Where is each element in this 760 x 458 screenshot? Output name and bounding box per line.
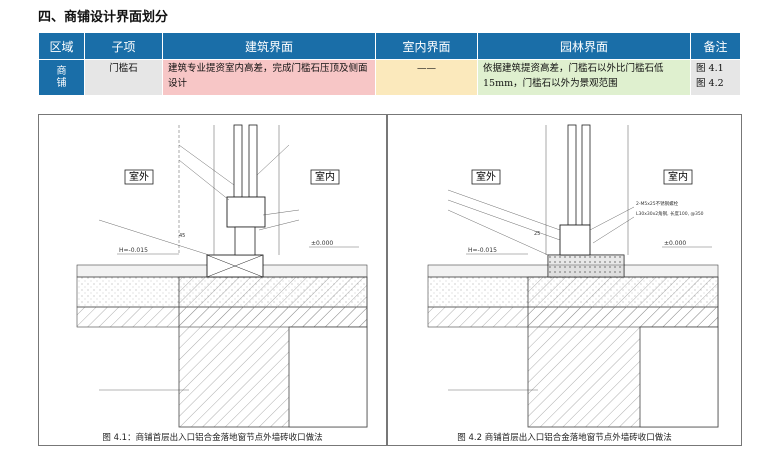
figure-4-1-caption: 图 4.1：商铺首层出入口铝合金落地窗节点外墙砖收口做法: [102, 433, 323, 443]
window-sill-frame: [226, 196, 266, 228]
angle-note: L30x30x2角钢, 长度100, @350: [636, 210, 704, 217]
figure-4-2: 室外 室内 H=-0.015 ±0.000 25 2-M5x25不锈钢螺栓 L3…: [387, 114, 742, 446]
header-note: 备注: [690, 32, 741, 60]
cell-interior: ——: [375, 59, 478, 96]
indoor-label: 室内: [315, 170, 335, 183]
cell-architecture: 建筑专业提资室内高差，完成门槛石压顶及侧面设计: [162, 59, 376, 96]
dimension-25: 25: [534, 231, 540, 237]
detail-drawing-1: 室外 室内 H=-0.015 ±0.000 45: [76, 124, 368, 428]
level-in: ±0.000: [664, 240, 686, 247]
cell-landscape: 依据建筑提资高差，门槛石以外比门槛石低 15mm，门槛石以外为景观范围: [477, 59, 691, 96]
level-out: H=-0.015: [119, 247, 148, 254]
table-header-row: 区域 子项 建筑界面 室内界面 园林界面 备注: [38, 32, 741, 60]
header-area: 区域: [38, 32, 85, 60]
figure-4-2-caption: 图 4.2 商铺首层出入口铝合金落地窗节点外墙砖收口做法: [457, 433, 672, 443]
anchor-note: 2-M5x25不锈钢螺栓: [636, 200, 679, 207]
dimension-45: 45: [179, 233, 185, 239]
detail-drawing-2: 室外 室内 H=-0.015 ±0.000 25 2-M5x25不锈钢螺栓 L3…: [427, 124, 719, 428]
note-fig2: 图 4.2: [696, 78, 724, 89]
cell-note: 图 4.1 图 4.2: [690, 59, 741, 96]
header-architecture: 建筑界面: [162, 32, 376, 60]
void-area: [288, 326, 368, 428]
cell-area: 商 铺: [38, 59, 85, 96]
figure-4-1: 室外 室内 H=-0.015 ±0.000 45 图 4.1：商铺首层出入口铝合…: [38, 114, 387, 446]
header-landscape: 园林界面: [477, 32, 691, 60]
header-item: 子项: [84, 32, 163, 60]
level-out: H=-0.015: [468, 247, 497, 254]
level-in: ±0.000: [311, 240, 333, 247]
indoor-label: 室内: [668, 170, 688, 183]
header-interior: 室内界面: [375, 32, 478, 60]
table-row: 商 铺 门槛石 建筑专业提资室内高差，完成门槛石压顶及侧面设计 —— 依据建筑提…: [38, 59, 741, 96]
outdoor-label: 室外: [129, 170, 149, 183]
section-title: 四、商铺设计界面划分: [38, 10, 169, 25]
interface-division-table: 区域 子项 建筑界面 室内界面 园林界面 备注 商 铺 门槛石 建筑专业提资室内…: [38, 32, 741, 96]
cell-item: 门槛石: [84, 59, 163, 96]
note-fig1: 图 4.1: [696, 63, 724, 74]
window-mullion: [567, 124, 577, 226]
outdoor-label: 室外: [476, 170, 496, 183]
window-mullion: [233, 124, 243, 198]
